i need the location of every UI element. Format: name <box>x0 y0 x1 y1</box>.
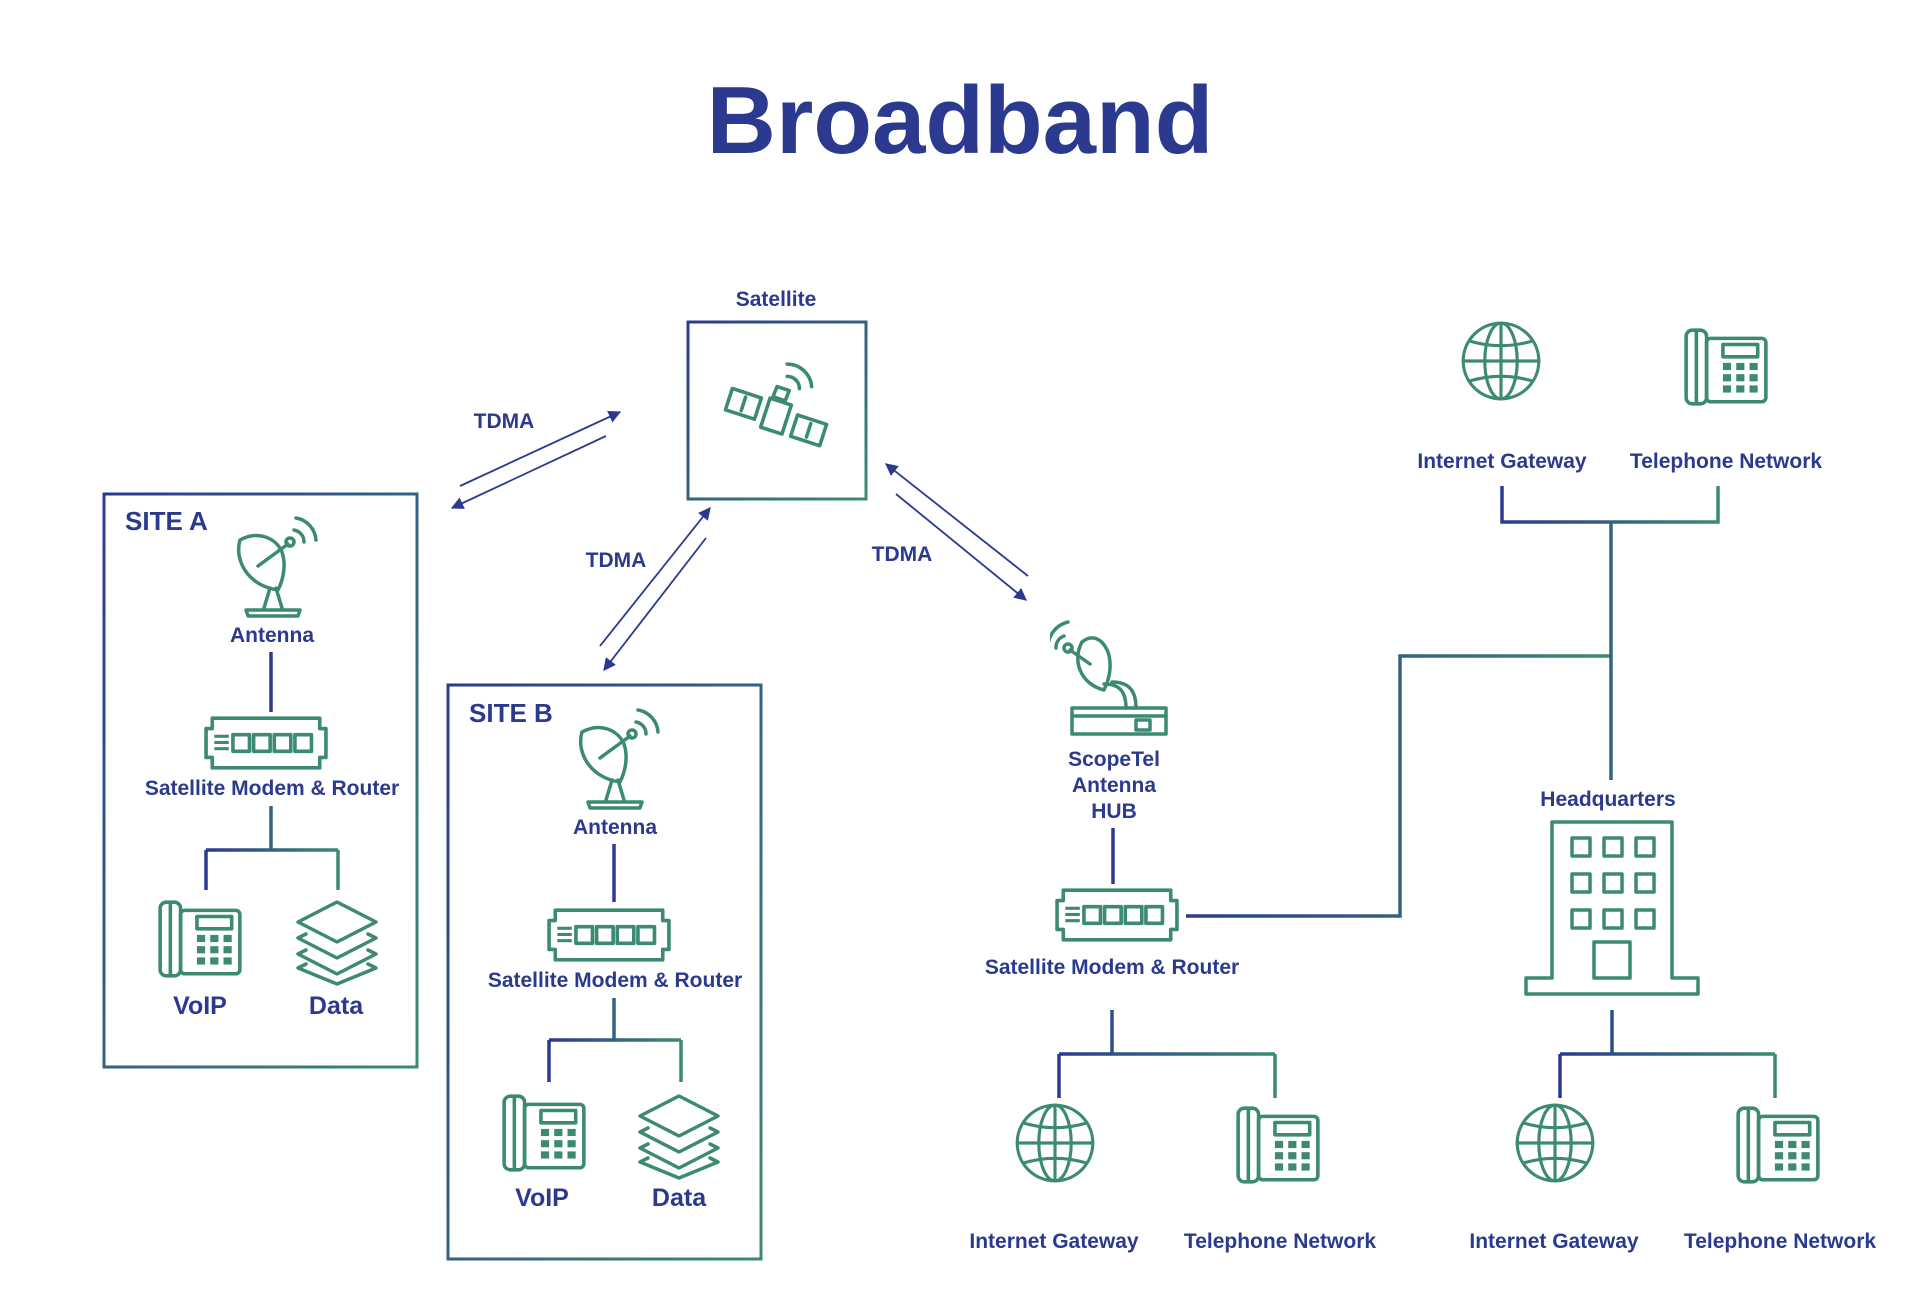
globe-icon <box>1515 1103 1595 1183</box>
phone-icon <box>1236 1106 1320 1184</box>
data-layers-icon <box>296 900 378 986</box>
globe-icon <box>1461 321 1541 401</box>
headquarters-label: Headquarters <box>1540 788 1675 811</box>
data-layers-icon <box>638 1094 720 1180</box>
site-a-modem-label: Satellite Modem & Router <box>145 777 399 800</box>
phone-icon <box>1684 328 1768 406</box>
site-a-data-label: Data <box>309 992 364 1020</box>
site-a-antenna-label: Antenna <box>230 624 314 647</box>
globe-icon <box>1015 1103 1095 1183</box>
tdma-link-site-a: TDMA <box>450 410 622 509</box>
hub-name-line1: ScopeTel <box>1068 748 1160 771</box>
antenna-dish-icon <box>236 516 318 618</box>
hub-gateway-label: Internet Gateway <box>969 1230 1139 1253</box>
router-icon <box>547 908 671 962</box>
tdma-label-site-a: TDMA <box>474 410 535 433</box>
top-right-gateway-label: Internet Gateway <box>1417 450 1587 473</box>
site-b-voip-label: VoIP <box>515 1184 569 1212</box>
hq-telephone-label: Telephone Network <box>1684 1230 1876 1253</box>
site-b-title: SITE B <box>469 698 553 728</box>
top-right-telephone-label: Telephone Network <box>1630 450 1822 473</box>
satellite-label: Satellite <box>736 288 817 311</box>
phone-icon <box>502 1094 586 1172</box>
site-a-box <box>102 492 419 1069</box>
satellite-node: Satellite <box>686 288 868 501</box>
hub: ScopeTel Antenna HUB Satellite Modem & R… <box>969 620 1376 1253</box>
tdma-label-site-b: TDMA <box>586 549 647 572</box>
tdma-link-site-b: TDMA <box>586 507 711 671</box>
router-icon <box>1055 888 1179 942</box>
hub-modem-label: Satellite Modem & Router <box>985 956 1239 979</box>
satellite-icon <box>723 362 829 448</box>
headquarters: Headquarters Internet Gateway Telephone … <box>1469 788 1876 1253</box>
antenna-dish-icon <box>1050 620 1168 736</box>
site-b-box <box>446 683 763 1261</box>
hq-gateway-label: Internet Gateway <box>1469 1230 1639 1253</box>
router-icon <box>204 716 328 770</box>
tdma-link-hub: TDMA <box>872 463 1029 601</box>
site-b: SITE B Antenna Satellite Modem & Router … <box>446 683 763 1261</box>
site-b-modem-label: Satellite Modem & Router <box>488 969 742 992</box>
satellite-box <box>686 320 868 501</box>
phone-icon <box>158 900 242 978</box>
tdma-label-hub: TDMA <box>872 543 933 566</box>
site-b-data-label: Data <box>652 1184 707 1212</box>
building-icon <box>1524 820 1700 996</box>
hub-telephone-label: Telephone Network <box>1184 1230 1376 1253</box>
site-a-voip-label: VoIP <box>173 992 227 1020</box>
hub-to-hq-connector <box>1186 654 1611 918</box>
hub-name-line2: Antenna <box>1072 774 1156 797</box>
page-title: Broadband <box>707 67 1214 174</box>
phone-icon <box>1736 1106 1820 1184</box>
site-a-title: SITE A <box>125 506 208 536</box>
site-a: SITE A Antenna Satellite Modem & Router … <box>102 492 419 1069</box>
antenna-dish-icon <box>578 708 660 810</box>
site-b-antenna-label: Antenna <box>573 816 657 839</box>
hub-name-line3: HUB <box>1091 800 1137 823</box>
top-right-services: Internet Gateway Telephone Network <box>1417 321 1822 780</box>
